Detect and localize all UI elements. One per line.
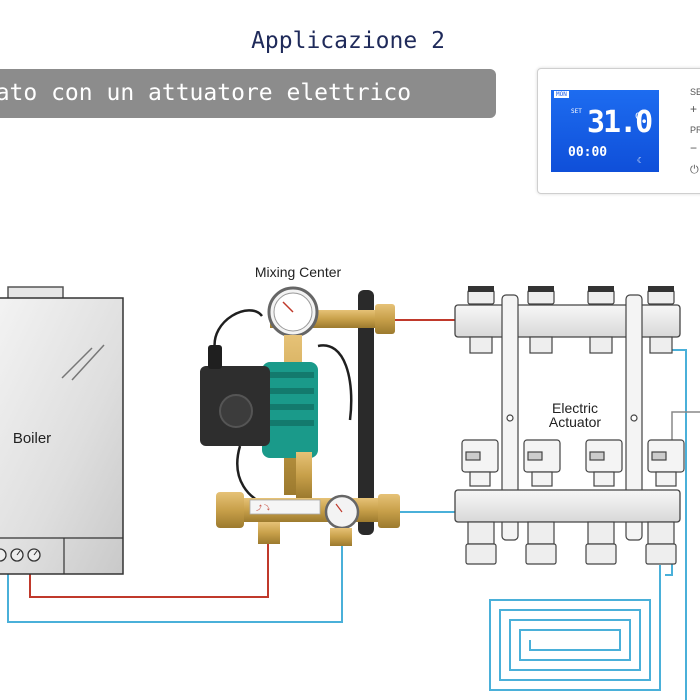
temperature-unit: C [635, 112, 641, 122]
mixing-center: ⤴ ⤵ [200, 286, 400, 546]
thermostat-minus-button[interactable]: − [690, 141, 698, 155]
subtitle-banner: egato con un attuatore elettrico [0, 69, 496, 118]
actuator-icon [647, 439, 685, 487]
electric-actuator-label-line1: Electric [552, 400, 598, 416]
actuator-icon [585, 439, 623, 487]
mixing-center-label: Mixing Center [255, 264, 342, 280]
boiler-label: Boiler [13, 430, 51, 447]
manifold-brackets [501, 294, 643, 541]
thermostat-wire [671, 411, 700, 440]
thermostat: MON SET 31.0 C 00:00 ☾ SE + PR − ⏻ [537, 68, 700, 194]
thermostat-power-button[interactable]: ⏻ [690, 164, 699, 176]
actuator-icon [461, 439, 499, 487]
svg-text:⤴ ⤵: ⤴ ⤵ [256, 504, 270, 512]
cold-return-pipe [7, 349, 687, 700]
return-manifold [454, 489, 681, 565]
thermostat-set-button[interactable]: SE [690, 87, 700, 97]
temperature-readout: 31.0 [587, 105, 653, 140]
thermostat-plus-button[interactable]: + [690, 102, 698, 116]
hot-supply-pipe [29, 319, 458, 598]
set-label: SET [571, 108, 582, 115]
day-indicator: MON [554, 91, 569, 98]
thermostat-display: MON SET 31.0 C 00:00 ☾ [551, 90, 659, 172]
boiler-gauge-icon [0, 548, 7, 562]
time-readout: 00:00 [568, 145, 608, 160]
electric-actuator-label-line2: Actuator [549, 414, 601, 430]
boiler-unit [0, 286, 124, 575]
electric-actuators [461, 439, 685, 487]
page-title: Applicazione 2 [251, 28, 445, 54]
moon-icon: ☾ [637, 156, 642, 165]
thermostat-program-button[interactable]: PR [690, 125, 700, 135]
supply-manifold [454, 286, 681, 354]
actuator-icon [523, 439, 561, 487]
underfloor-heating-coil [489, 565, 661, 691]
